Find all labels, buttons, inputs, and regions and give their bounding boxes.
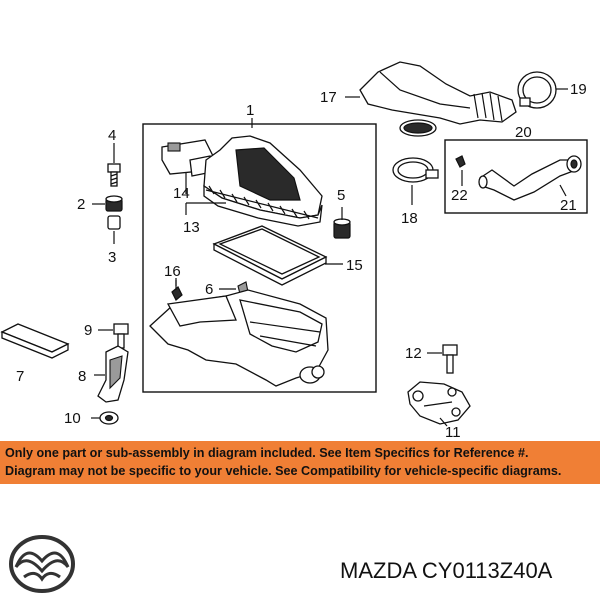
leader-lines xyxy=(91,88,568,427)
callout-19: 19 xyxy=(570,81,587,98)
callout-16: 16 xyxy=(164,263,181,280)
callout-22: 22 xyxy=(451,187,468,204)
callout-15: 15 xyxy=(346,257,363,274)
callout-9: 9 xyxy=(84,322,92,339)
parts-diagram: 1 4 2 3 14 13 5 15 16 6 9 7 8 10 12 11 1… xyxy=(0,61,588,440)
breather-hose-part-20 xyxy=(478,159,577,201)
callout-4: 4 xyxy=(108,127,116,144)
disclaimer-line-2: Diagram may not be specific to your vehi… xyxy=(5,464,562,478)
intake-duct-part-17 xyxy=(359,61,517,137)
clip-part-22 xyxy=(455,155,466,168)
grommet-part-2 xyxy=(105,195,123,212)
bracket-part-11 xyxy=(407,381,471,425)
pad-part-7 xyxy=(0,323,70,359)
disclaimer-line-1: Only one part or sub-assembly in diagram… xyxy=(5,446,529,460)
callout-12: 12 xyxy=(405,345,422,362)
part-number-label: MAZDA CY0113Z40A xyxy=(340,558,553,583)
clip-part-16 xyxy=(171,280,183,301)
callout-8: 8 xyxy=(78,368,86,385)
callout-1: 1 xyxy=(246,102,254,119)
callout-17: 17 xyxy=(320,89,337,106)
bolt-part-9 xyxy=(113,323,129,349)
callout-11: 11 xyxy=(445,424,461,440)
air-cleaner-lower-case xyxy=(149,289,329,387)
callout-5: 5 xyxy=(337,187,345,204)
hose-clamp-part-21 xyxy=(566,155,582,173)
callout-18: 18 xyxy=(401,210,418,227)
callout-10: 10 xyxy=(64,410,81,427)
grommet-part-5 xyxy=(333,218,351,239)
assembly-frame-20 xyxy=(444,139,588,214)
callout-7: 7 xyxy=(16,368,24,385)
air-cleaner-cover xyxy=(203,135,323,227)
callout-20: 20 xyxy=(515,124,532,141)
callout-21: 21 xyxy=(560,197,577,214)
callout-13: 13 xyxy=(183,219,200,236)
callout-14: 14 xyxy=(173,185,190,202)
bolt-part-4 xyxy=(107,163,121,187)
nut-part-10 xyxy=(99,411,119,425)
callout-3: 3 xyxy=(108,249,116,266)
bracket-part-8 xyxy=(97,345,129,403)
hose-clamp-part-18 xyxy=(392,157,439,183)
mazda-logo-icon xyxy=(9,535,75,593)
callout-6: 6 xyxy=(205,281,213,298)
assembly-frame-1 xyxy=(142,123,377,393)
air-filter-element-part-15 xyxy=(212,225,328,286)
disclaimer-banner: Only one part or sub-assembly in diagram… xyxy=(0,441,600,484)
bolt-part-12 xyxy=(442,344,458,374)
collar-part-3 xyxy=(107,215,121,230)
hose-clamp-part-19 xyxy=(517,71,557,109)
callout-2: 2 xyxy=(77,196,85,213)
